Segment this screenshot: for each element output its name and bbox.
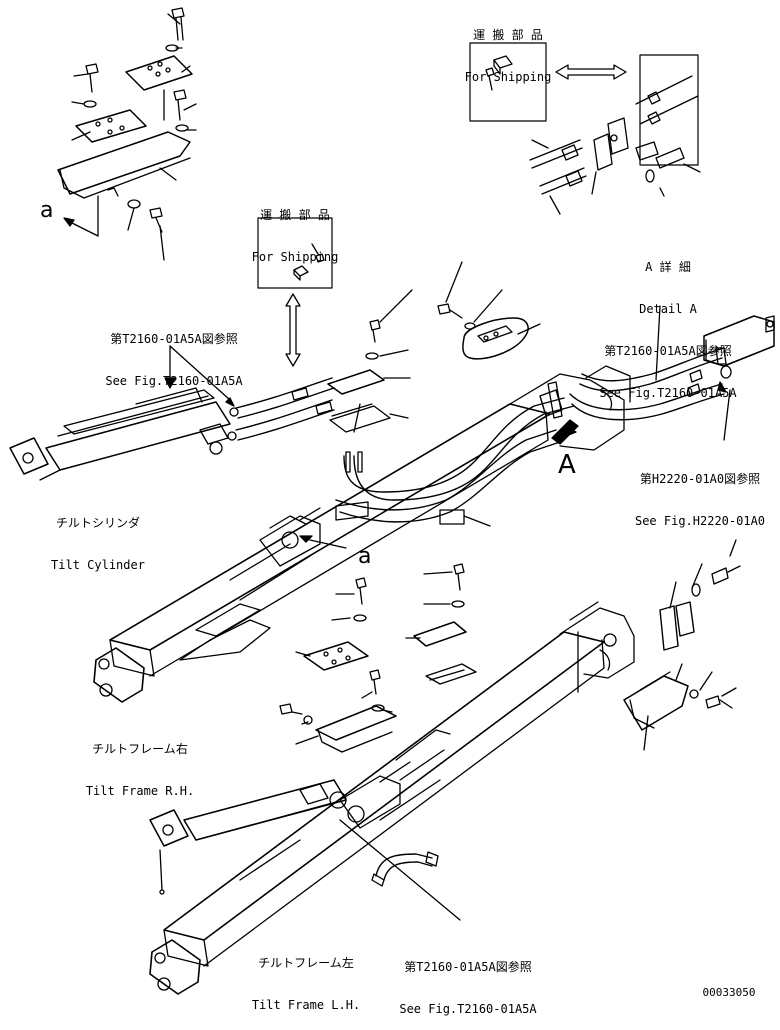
label-ref-bottom: 第T2160-01A5A図参照 See Fig.T2160-01A5A [380,932,556,1030]
label-frame-rh-jp: チルトフレーム右 [92,742,188,756]
bolt-top [171,7,185,41]
label-shipping-top-en: For Shipping [464,70,552,84]
label-tilt-cylinder-en: Tilt Cylinder [51,558,145,572]
callout-letter-a-upper: a [40,198,54,223]
top-left-bracket-assembly [57,7,197,261]
drawing-number: 00033050 [702,986,756,999]
label-ref-h2220-jp: 第H2220-01A0図参照 [639,472,761,486]
label-tilt-frame-lh: チルトフレーム左 Tilt Frame L.H. [236,928,376,1026]
label-shipping-mid-jp: 運 搬 部 品 [260,208,330,222]
label-tilt-cylinder-jp: チルトシリンダ [55,516,140,530]
center-mount-plates [327,289,413,433]
middle-bracket-assembly [279,563,477,753]
tilt-cylinder-lower [149,779,347,895]
drawing-canvas [9,7,775,995]
leader-lines [164,345,461,921]
detail-a-hoses [569,305,775,441]
parts-diagram: 運 搬 部 品 For Shipping 運 搬 部 品 For Shippin… [9,0,780,1016]
label-detail-a: A 詳 細 Detail A 第T2160-01A5A図参照 See Fig.T… [580,232,756,414]
hose-fittings-detail [529,117,701,215]
callout-letter-a-mid: a [358,544,372,569]
shipping-box-top [469,42,547,122]
tilt-cylinder-upper [9,387,231,481]
label-frame-rh-en: Tilt Frame R.H. [85,784,195,798]
tilt-frame-left [149,601,635,995]
fitting-detail-box [635,54,699,166]
label-ref-upper-left: 第T2160-01A5A図参照 See Fig.T2160-01A5A [84,304,264,402]
label-frame-lh-jp: チルトフレーム左 [258,956,354,970]
label-ref-bottom-jp: 第T2160-01A5A図参照 [404,960,532,974]
shipping-box-middle [257,217,333,289]
callout-letter-a-cap: A [558,450,576,480]
label-ref-h2220: 第H2220-01A0図参照 See Fig.H2220-01A0 [620,444,780,542]
lower-right-plates [623,539,741,751]
label-detail-a-en: Detail A [639,302,697,316]
label-detail-a-jp: A 詳 細 [645,260,691,274]
label-shipping-mid-en: For Shipping [251,250,339,264]
label-tilt-cylinder: チルトシリンダ Tilt Cylinder [28,488,168,586]
double-arrow-horizontal [555,64,627,80]
label-detail-a-ref-en: See Fig.T2160-01A5A [599,386,737,400]
label-detail-a-ref-jp: 第T2160-01A5A図参照 [604,344,732,358]
bottom-hose-bracket [371,851,439,887]
label-shipping-top-jp: 運 搬 部 品 [473,28,543,42]
label-ref-bottom-en: See Fig.T2160-01A5A [399,1002,537,1016]
label-frame-lh-en: Tilt Frame L.H. [251,998,361,1012]
clamp-upper-right [437,261,541,360]
upper-hoses [227,377,335,441]
shipping-part-nut [485,55,513,91]
label-shipping-top: 運 搬 部 品 For Shipping [456,0,560,98]
double-arrow-vertical [285,293,301,367]
label-ref-upper-left-jp: 第T2160-01A5A図参照 [110,332,238,346]
label-tilt-frame-rh: チルトフレーム右 Tilt Frame R.H. [60,714,220,812]
frame-hoses [335,381,579,527]
label-ref-upper-left-en: See Fig.T2160-01A5A [105,374,243,388]
label-shipping-mid: 運 搬 部 品 For Shipping [242,180,348,278]
label-ref-h2220-en: See Fig.H2220-01A0 [634,514,766,528]
